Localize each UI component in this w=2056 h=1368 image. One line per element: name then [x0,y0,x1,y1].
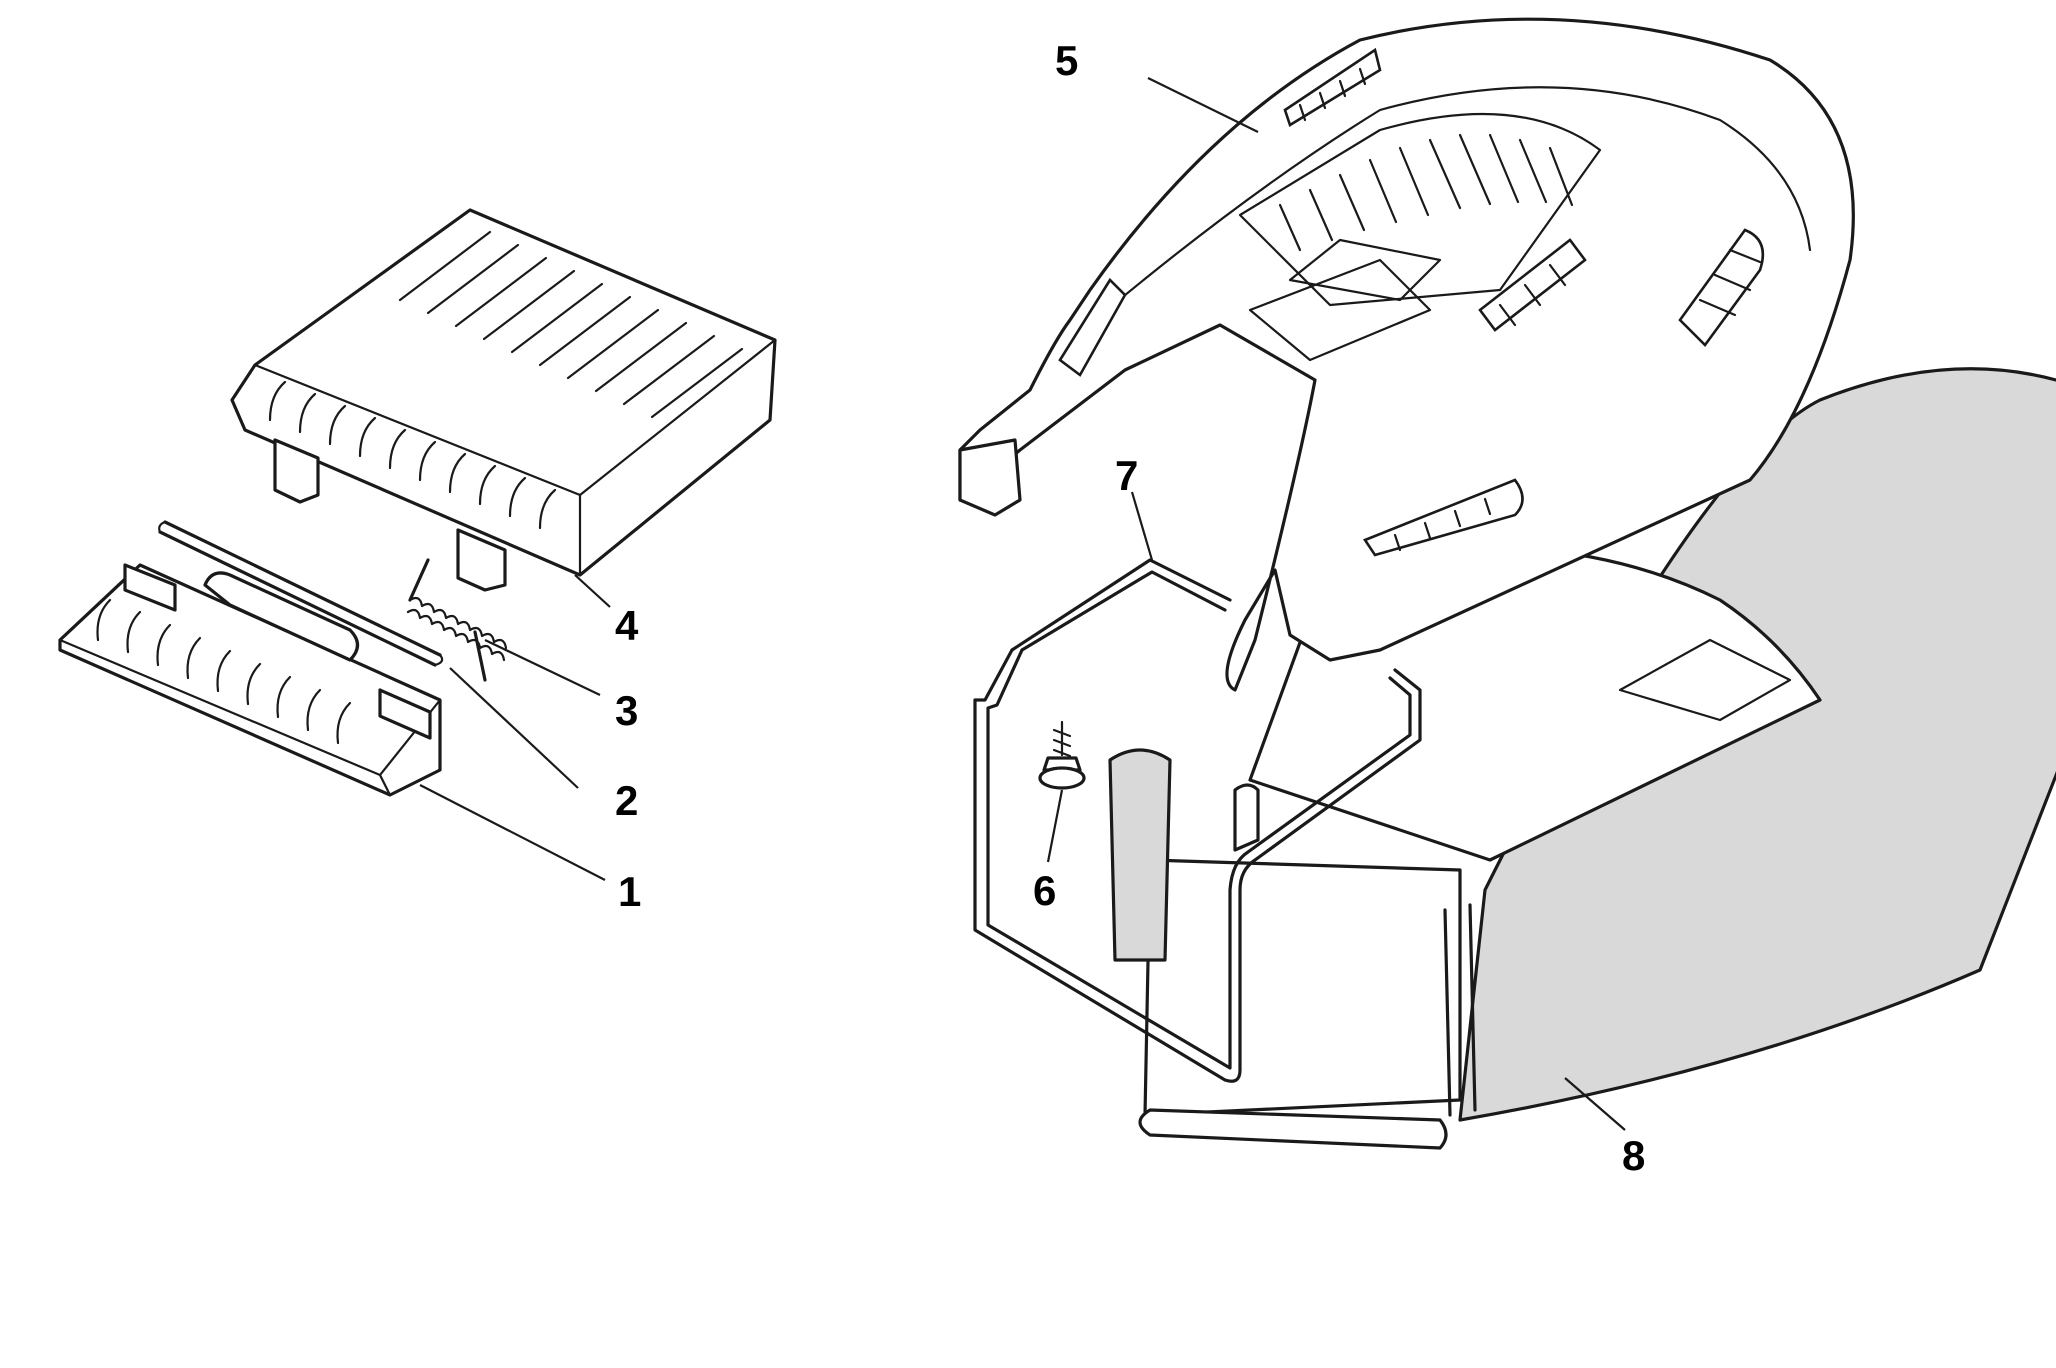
deflector-hinge-left [123,563,177,612]
part-2-rod [158,520,444,667]
flap-ribs-top [398,230,744,419]
deflector-ribs [96,598,352,745]
cover-front-tab [958,438,1022,517]
part-1-deflector [58,563,442,797]
callout-labels: 1 2 3 4 5 6 7 8 [615,37,1645,1179]
flap-hinge-right [456,528,507,592]
callout-8: 8 [1622,1132,1645,1179]
deflector-hinge-right [378,688,432,740]
callout-6: 6 [1033,867,1056,914]
callout-4: 4 [615,602,639,649]
part-5-top-cover [958,17,1855,692]
callout-5: 5 [1055,37,1078,84]
callout-1: 1 [618,868,641,915]
flap-hinge-left [273,438,320,504]
callout-2: 2 [615,777,638,824]
callout-3: 3 [615,687,638,734]
cover-vents [1058,47,1765,557]
cover-ribs [1278,133,1574,252]
part-4-flap-cover [230,208,777,592]
part-6-screw [1038,720,1086,790]
flap-ribs-front [268,380,557,530]
part-3-spring [406,558,508,682]
deflector-roller [203,571,360,662]
leader-lines [419,77,1626,1131]
part-7-wire-frame [973,558,1422,1083]
callout-7: 7 [1115,452,1138,499]
wire-end-clip [1233,783,1260,852]
